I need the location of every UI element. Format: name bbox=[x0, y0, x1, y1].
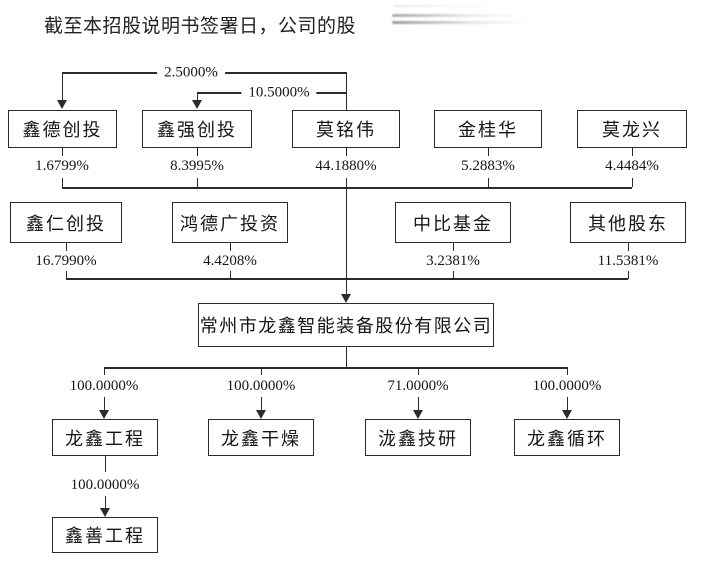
node-mo-longxing: 莫龙兴 bbox=[577, 110, 687, 148]
down-arrowhead bbox=[562, 410, 572, 419]
ownership-pct: 100.0000% bbox=[69, 378, 139, 394]
connector-line bbox=[229, 243, 232, 251]
connector-line bbox=[196, 92, 199, 100]
ownership-pct: 100.0000% bbox=[226, 378, 296, 394]
node-xinren-chuangtou: 鑫仁创投 bbox=[10, 202, 122, 243]
connector-line bbox=[566, 397, 569, 410]
node-zhongbi-jijin: 中比基金 bbox=[395, 202, 511, 243]
redacted-text-smudge bbox=[392, 14, 528, 17]
connector-line bbox=[345, 148, 348, 156]
ownership-pct: 4.4208% bbox=[203, 253, 257, 269]
down-arrowhead bbox=[57, 100, 67, 109]
connector-line bbox=[61, 178, 64, 187]
transfer-pct-label: 2.5000% bbox=[157, 64, 225, 82]
node-qita-gudong: 其他股东 bbox=[570, 202, 686, 243]
connector-line bbox=[66, 278, 628, 280]
connector-line bbox=[229, 271, 232, 279]
connector-line bbox=[196, 178, 199, 187]
connector-line bbox=[631, 178, 634, 187]
connector-line bbox=[65, 271, 68, 279]
connector-line bbox=[104, 456, 107, 472]
ownership-pct: 11.5381% bbox=[597, 253, 659, 269]
connector-line bbox=[452, 243, 455, 251]
connector-line bbox=[103, 367, 106, 375]
down-arrowhead bbox=[256, 410, 266, 419]
ownership-pct: 71.0000% bbox=[387, 378, 449, 394]
connector-line bbox=[631, 148, 634, 156]
connector-line bbox=[417, 397, 420, 410]
ownership-pct: 3.2381% bbox=[426, 253, 480, 269]
node-hongdeguang-touzi: 鸿德广投资 bbox=[172, 202, 288, 243]
node-xinshan-gongcheng: 鑫善工程 bbox=[52, 517, 158, 553]
redacted-text-smudge bbox=[394, 5, 512, 7]
connector-line bbox=[196, 148, 199, 156]
connector-line bbox=[104, 496, 107, 508]
connector-line bbox=[566, 367, 569, 375]
down-arrowhead bbox=[192, 100, 202, 109]
intro-text: 截至本招股说明书签署日，公司的股 bbox=[44, 16, 357, 37]
connector-line bbox=[104, 367, 568, 369]
ownership-pct: 1.6799% bbox=[35, 158, 89, 174]
ownership-pct: 5.2883% bbox=[461, 158, 515, 174]
connector-line bbox=[61, 148, 64, 156]
ownership-pct: 44.1880% bbox=[315, 158, 377, 174]
ownership-pct: 100.0000% bbox=[532, 378, 602, 394]
connector-line bbox=[627, 243, 630, 251]
ownership-pct: 8.3995% bbox=[170, 158, 224, 174]
connector-line bbox=[417, 367, 420, 375]
connector-line bbox=[103, 397, 106, 410]
node-issuer-company: 常州市龙鑫智能装备股份有限公司 bbox=[198, 303, 494, 347]
connector-line bbox=[260, 397, 263, 410]
connector-line bbox=[345, 178, 348, 294]
transfer-pct-label: 10.5000% bbox=[241, 84, 317, 102]
ownership-pct: 100.0000% bbox=[70, 477, 140, 493]
down-arrowhead bbox=[100, 508, 110, 517]
node-longxin-jiyan: 泷鑫技研 bbox=[365, 419, 471, 456]
connector-line bbox=[627, 271, 630, 279]
node-longxin-xunhuan: 龙鑫循环 bbox=[514, 419, 620, 456]
down-arrowhead bbox=[341, 294, 351, 303]
ownership-pct: 16.7990% bbox=[35, 253, 97, 269]
node-mo-mingwei: 莫铭伟 bbox=[292, 110, 400, 148]
connector-line bbox=[65, 243, 68, 251]
node-longxin-gongcheng: 龙鑫工程 bbox=[52, 419, 158, 456]
redacted-text-smudge bbox=[392, 21, 534, 24]
connector-line bbox=[487, 148, 490, 156]
node-longxin-ganzao: 龙鑫干燥 bbox=[208, 419, 314, 456]
connector-line bbox=[345, 347, 348, 367]
down-arrowhead bbox=[413, 410, 423, 419]
node-jin-guihua: 金桂华 bbox=[434, 110, 542, 148]
ownership-pct: 4.4484% bbox=[605, 158, 659, 174]
connector-line bbox=[487, 178, 490, 187]
down-arrowhead bbox=[99, 410, 109, 419]
node-xinqiang-chuangtou: 鑫强创投 bbox=[142, 110, 252, 148]
connector-line bbox=[260, 367, 263, 375]
connector-line bbox=[345, 72, 348, 110]
connector-line bbox=[61, 72, 64, 100]
connector-line bbox=[452, 271, 455, 279]
node-xinde-chuangtou: 鑫德创投 bbox=[8, 110, 117, 148]
